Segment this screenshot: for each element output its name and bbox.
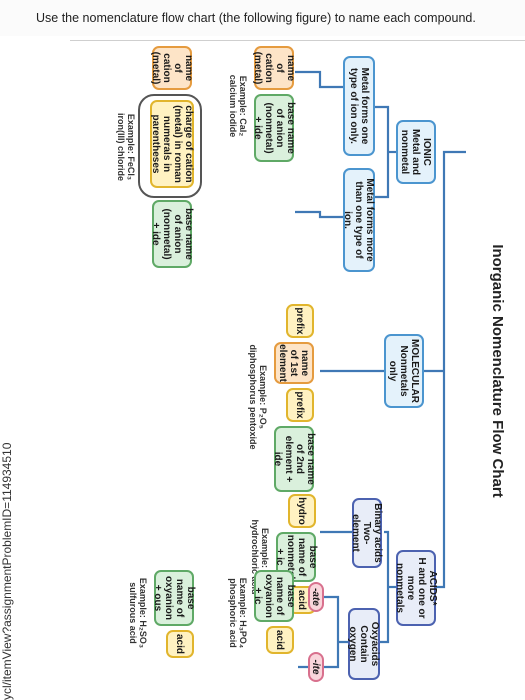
- ite-example: Example: H₂SO₃ sulfurous acid: [128, 577, 148, 649]
- ate-example: Example: H₃PO₄ phosphoric acid: [228, 577, 248, 649]
- binary-acids-box: Binary acids Two-element: [351, 498, 384, 568]
- ionic-split-connector: [375, 105, 390, 199]
- ionic-label: IONIC: [421, 138, 433, 166]
- molecular-label: MOLECULAR: [409, 339, 421, 403]
- page-url: ycl/itemView?assignmentProblemID=1149345…: [0, 442, 14, 700]
- more-anion-box: base name of anion (nonmetal) + ide: [150, 200, 194, 268]
- more-charge-box: charge of cation (metal) in roman numera…: [150, 100, 194, 188]
- more-cation-box: name of cation (metal): [150, 46, 194, 90]
- chart-title: Inorganic Nomenclature Flow Chart: [489, 244, 506, 498]
- more-type-connector: [295, 210, 345, 219]
- oxyacid-connector: [324, 595, 348, 669]
- ate-base-box: base name of oxyanion + ic: [252, 570, 296, 622]
- one-type-connector: [295, 70, 345, 89]
- ionic-sub: Metal and nonmetal: [399, 128, 422, 176]
- ite-acid-box: acid: [166, 630, 194, 658]
- mol-second-element-box: base name of 2nd element + ide: [272, 426, 316, 492]
- molecular-box: MOLECULAR Nonmetals only: [384, 334, 424, 408]
- metal-one-type-box: Metal forms one type of ion only.: [343, 56, 375, 156]
- ite-base-box: base name of oxyanion + ous: [152, 570, 196, 626]
- molecular-sub: Nonmetals only: [387, 345, 410, 397]
- acids-label: ACIDS*: [427, 570, 438, 606]
- acids-sub: H and one or more nonmetals: [394, 557, 427, 619]
- ionic-more-example: Example: FeCl₃ iron(III) chloride: [116, 112, 136, 181]
- bin-hydro-box: hydro: [288, 494, 316, 528]
- molecular-example: Example: P₂O₅ diphosphorus pentoxide: [248, 344, 268, 450]
- ite-badge: -ite: [308, 652, 324, 682]
- metal-more-type-box: Metal forms more than one type of ion.: [343, 168, 376, 272]
- ionic-one-example: Example: CaI₂ calcium iodide: [228, 74, 248, 138]
- ate-acid-box: acid: [266, 626, 294, 654]
- mol-prefix2-box: prefix: [286, 388, 314, 422]
- instruction-text: Use the nomenclature flow chart (the fol…: [0, 0, 525, 36]
- top-connector: [424, 150, 466, 589]
- flow-chart: Inorganic Nomenclature Flow Chart IONIC …: [20, 42, 520, 700]
- oxyacids-box: Oxyacids Contain oxygen: [348, 608, 381, 680]
- divider: [70, 40, 525, 41]
- one-cation-box: name of cation (metal): [252, 46, 296, 90]
- mol-prefix1-box: prefix: [286, 304, 314, 338]
- mol-first-element-box: name of 1st element: [274, 342, 314, 384]
- acids-box: ACIDS* H and one or more nonmetals: [394, 550, 438, 626]
- ionic-box: IONIC Metal and nonmetal: [396, 120, 436, 184]
- ate-badge: -ate: [308, 582, 324, 612]
- one-anion-box: base name of anion (nonmetal) + ide: [252, 94, 296, 162]
